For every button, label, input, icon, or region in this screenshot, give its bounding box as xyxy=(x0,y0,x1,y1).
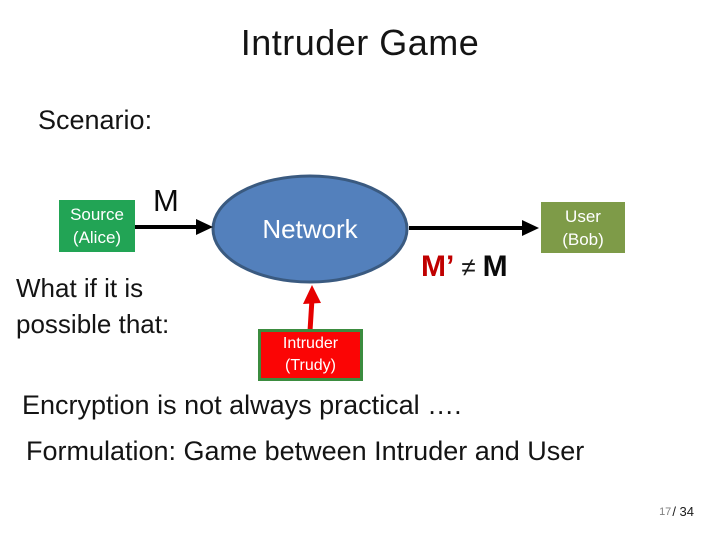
what-if-text: What if it is possible that: xyxy=(16,270,169,342)
source-box-label-line1: Source xyxy=(70,205,124,224)
user-box-label-line2: (Bob) xyxy=(562,229,604,249)
encryption-statement: Encryption is not always practical …. xyxy=(22,390,462,420)
page-number-total: / 34 xyxy=(672,504,694,519)
scenario-label: Scenario: xyxy=(38,105,153,135)
what-if-line2: possible that: xyxy=(16,309,170,339)
intruder-trudy-box: Intruder (Trudy) xyxy=(258,329,363,381)
user-bob-box: User (Bob) xyxy=(541,202,625,253)
inequality-m: M xyxy=(482,250,508,283)
intruder-box-label-line2: (Trudy) xyxy=(285,357,336,374)
source-alice-box: Source (Alice) xyxy=(59,200,135,252)
intruder-to-network-arrowhead xyxy=(303,285,321,304)
user-box-label-line1: User xyxy=(565,206,601,226)
formulation-statement: Formulation: Game between Intruder and U… xyxy=(26,436,585,466)
page-title: Intruder Game xyxy=(240,22,480,63)
page-number-current: 17 xyxy=(659,506,672,518)
what-if-line1: What if it is xyxy=(16,273,144,303)
network-to-user-arrowhead xyxy=(522,220,539,236)
network-label: Network xyxy=(262,214,358,244)
message-m-label: M xyxy=(153,183,179,218)
source-box-label-line2: (Alice) xyxy=(72,228,122,247)
page-number: 17/ 34 xyxy=(659,504,694,519)
intruder-to-network-arrow-line xyxy=(307,298,315,332)
inequality-m-prime: M’ xyxy=(421,250,455,283)
inequality-not-equal-sign: ≠ xyxy=(461,252,476,282)
source-to-network-arrowhead xyxy=(196,219,213,235)
intruder-box-label-line1: Intruder xyxy=(282,335,339,352)
message-inequality-label: M’≠M xyxy=(421,250,508,284)
